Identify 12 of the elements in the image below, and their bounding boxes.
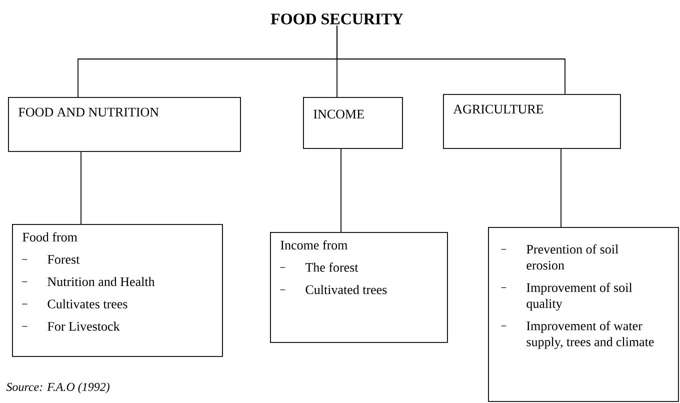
connector-line xyxy=(340,148,342,232)
caption: Source: F.A.O (1992) xyxy=(6,382,110,394)
connector-line xyxy=(80,151,82,224)
detail-box: Income from The forest Cultivated trees xyxy=(270,232,448,343)
category-box: FOOD AND NUTRITION xyxy=(8,97,241,152)
connector-line xyxy=(336,25,566,94)
title: FOOD SECURITY xyxy=(270,14,404,24)
detail-box: Food from Forest Nutrition and Health Cultivates trees For Livestock xyxy=(12,224,223,357)
connector-line xyxy=(560,148,562,228)
detail-box: Prevention of soil erosion Improvement of soil quality Improvement of water supply, trees and climate xyxy=(488,227,679,402)
category-box: AGRICULTURE xyxy=(443,94,621,149)
category-box: INCOME xyxy=(303,97,403,149)
